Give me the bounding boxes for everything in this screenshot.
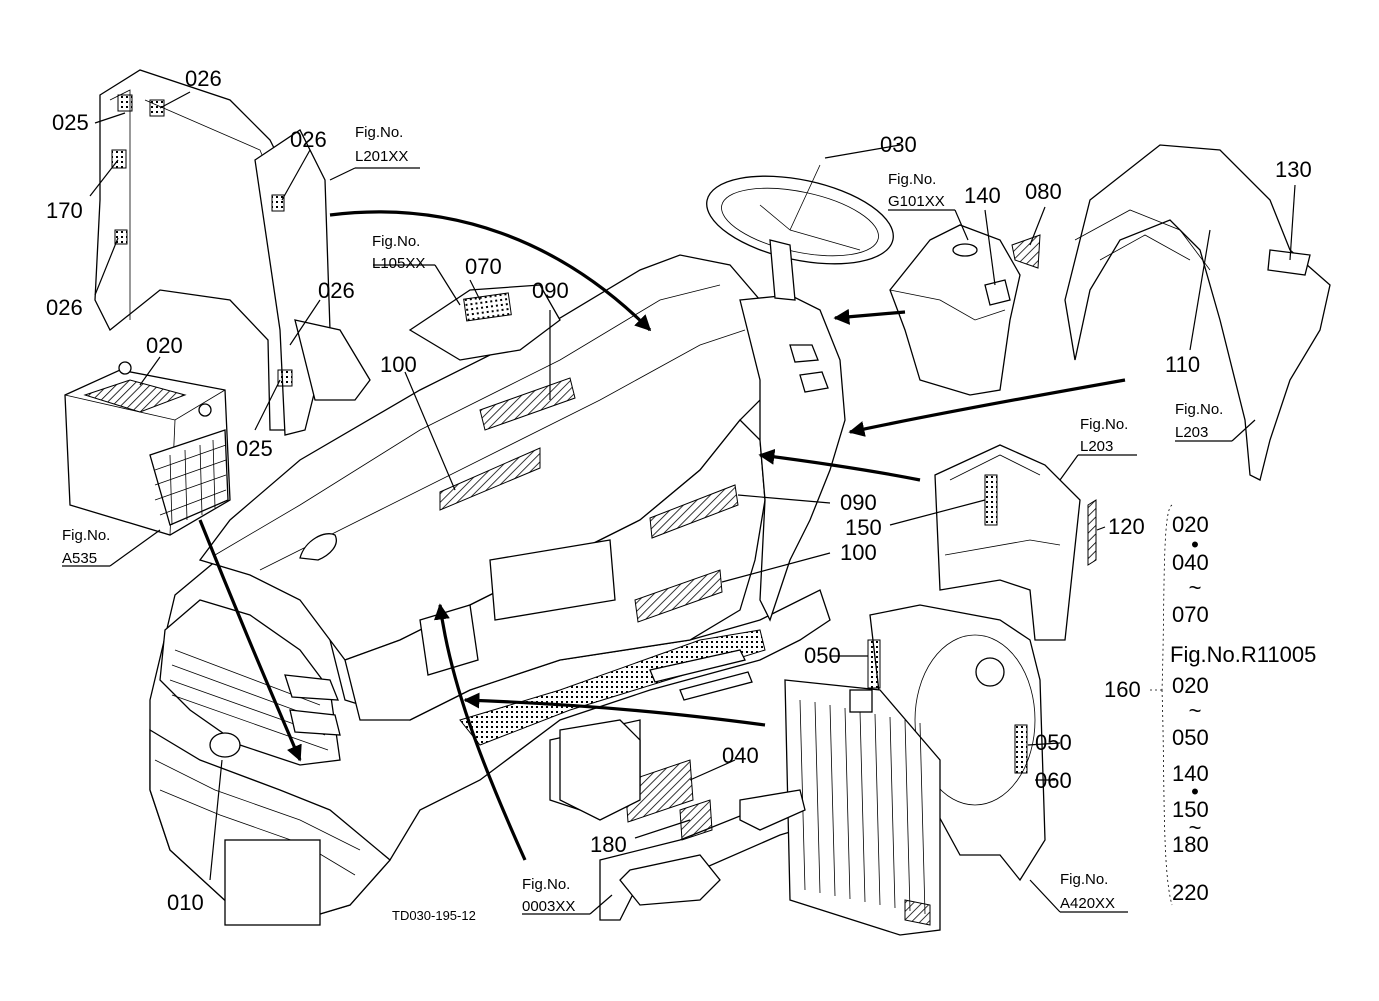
fig-ref-l203-rear: Fig.No. L203 [1080, 416, 1128, 455]
label-010: 010 [167, 890, 204, 915]
set-item: 180 [1172, 832, 1209, 857]
set-item: 020 [1172, 512, 1209, 537]
rear-panel [934, 444, 1097, 641]
tank-cover [889, 224, 1041, 396]
label-030: 030 [880, 132, 917, 157]
label-026: 026 [318, 278, 355, 303]
label-170: 170 [46, 198, 83, 223]
svg-text:L201XX: L201XX [355, 148, 408, 165]
label-090: 090 [840, 490, 877, 515]
fig-ref-l105xx: Fig.No. L105XX [372, 233, 425, 272]
set-item: 220 [1172, 880, 1209, 905]
label-070: 070 [465, 254, 502, 279]
fig-ref-a420xx: Fig.No. A420XX [1060, 871, 1115, 912]
set-item: 140 [1172, 761, 1209, 786]
label-080: 080 [1025, 179, 1062, 204]
part-number-labels: 025 026 170 026 026 026 025 020 010 070 … [46, 66, 1312, 915]
decal-180 [679, 799, 713, 841]
label-180: 180 [590, 832, 627, 857]
svg-text:0003XX: 0003XX [522, 898, 575, 915]
hood-front-panel [408, 284, 561, 361]
label-060: 060 [1035, 768, 1072, 793]
label-100: 100 [380, 352, 417, 377]
set-item: 150 [1172, 797, 1209, 822]
fig-ref-l201xx: Fig.No. L201XX [355, 124, 408, 165]
fig-ref-a535: Fig.No. A535 [62, 527, 110, 567]
svg-text:A535: A535 [62, 550, 97, 567]
label-150: 150 [845, 515, 882, 540]
svg-text:L203: L203 [1175, 424, 1208, 441]
svg-text:G101XX: G101XX [888, 193, 945, 210]
leader-lines [62, 91, 1296, 915]
assembly-arrows [198, 210, 1126, 861]
set-item: 070 [1172, 602, 1209, 627]
svg-text:Fig.No.: Fig.No. [1060, 871, 1108, 888]
label-120: 120 [1108, 514, 1145, 539]
fig-ref-g101xx: Fig.No. G101XX [888, 171, 945, 210]
label-026: 026 [185, 66, 222, 91]
label-025: 025 [52, 110, 89, 135]
hood-decals [439, 377, 739, 841]
set-list: 020 • 040 ~ 070 Fig.No.R11005 020 ~ 050 … [1150, 504, 1316, 906]
radiator [784, 604, 1046, 936]
svg-text:Fig.No.: Fig.No. [1175, 401, 1223, 418]
set-item: 050 [1172, 725, 1209, 750]
decal-100-side [634, 569, 723, 623]
label-130: 130 [1275, 157, 1312, 182]
label-025: 025 [236, 436, 273, 461]
svg-text:Fig.No.: Fig.No. [888, 171, 936, 188]
set-sep: ~ [1189, 815, 1202, 840]
svg-text:Fig.No.: Fig.No. [372, 233, 420, 250]
svg-text:A420XX: A420XX [1060, 895, 1115, 912]
svg-text:Fig.No.: Fig.No. [355, 124, 403, 141]
label-100: 100 [840, 540, 877, 565]
label-050: 050 [804, 643, 841, 668]
battery [64, 361, 231, 536]
side-panel-left [94, 69, 371, 436]
fig-ref-0003xx: Fig.No. 0003XX [522, 876, 575, 915]
svg-text:Fig.No.: Fig.No. [1080, 416, 1128, 433]
label-020: 020 [146, 333, 183, 358]
drawing-code: TD030-195-12 [392, 908, 476, 923]
fender [1064, 144, 1331, 481]
set-item: 020 [1172, 673, 1209, 698]
label-026: 026 [46, 295, 83, 320]
label-140: 140 [964, 183, 1001, 208]
svg-text:L105XX: L105XX [372, 255, 425, 272]
set-item-fig-ref: Fig.No.R11005 [1170, 642, 1316, 667]
decal-040 [624, 759, 694, 823]
label-110: 110 [1165, 352, 1200, 377]
label-090: 090 [532, 278, 569, 303]
label-040: 040 [722, 743, 759, 768]
svg-text:L203: L203 [1080, 438, 1113, 455]
label-160: 160 [1104, 677, 1141, 702]
fig-ref-l203-fender: Fig.No. L203 [1175, 401, 1223, 441]
svg-text:Fig.No.: Fig.No. [62, 527, 110, 544]
svg-text:Fig.No.: Fig.No. [522, 876, 570, 893]
decal-090-top [479, 377, 576, 431]
label-050: 050 [1035, 730, 1072, 755]
engine-parts [559, 719, 806, 906]
decal-100-top [439, 447, 541, 511]
decal-090-side [649, 484, 739, 539]
set-sep: • [1191, 779, 1199, 804]
label-026: 026 [290, 127, 327, 152]
set-sep: ~ [1189, 698, 1202, 723]
set-sep: ~ [1189, 575, 1202, 600]
figure-references: Fig.No. L201XX Fig.No. L105XX Fig.No. G1… [62, 124, 1223, 915]
set-sep: • [1191, 532, 1199, 557]
set-item: 040 [1172, 550, 1209, 575]
